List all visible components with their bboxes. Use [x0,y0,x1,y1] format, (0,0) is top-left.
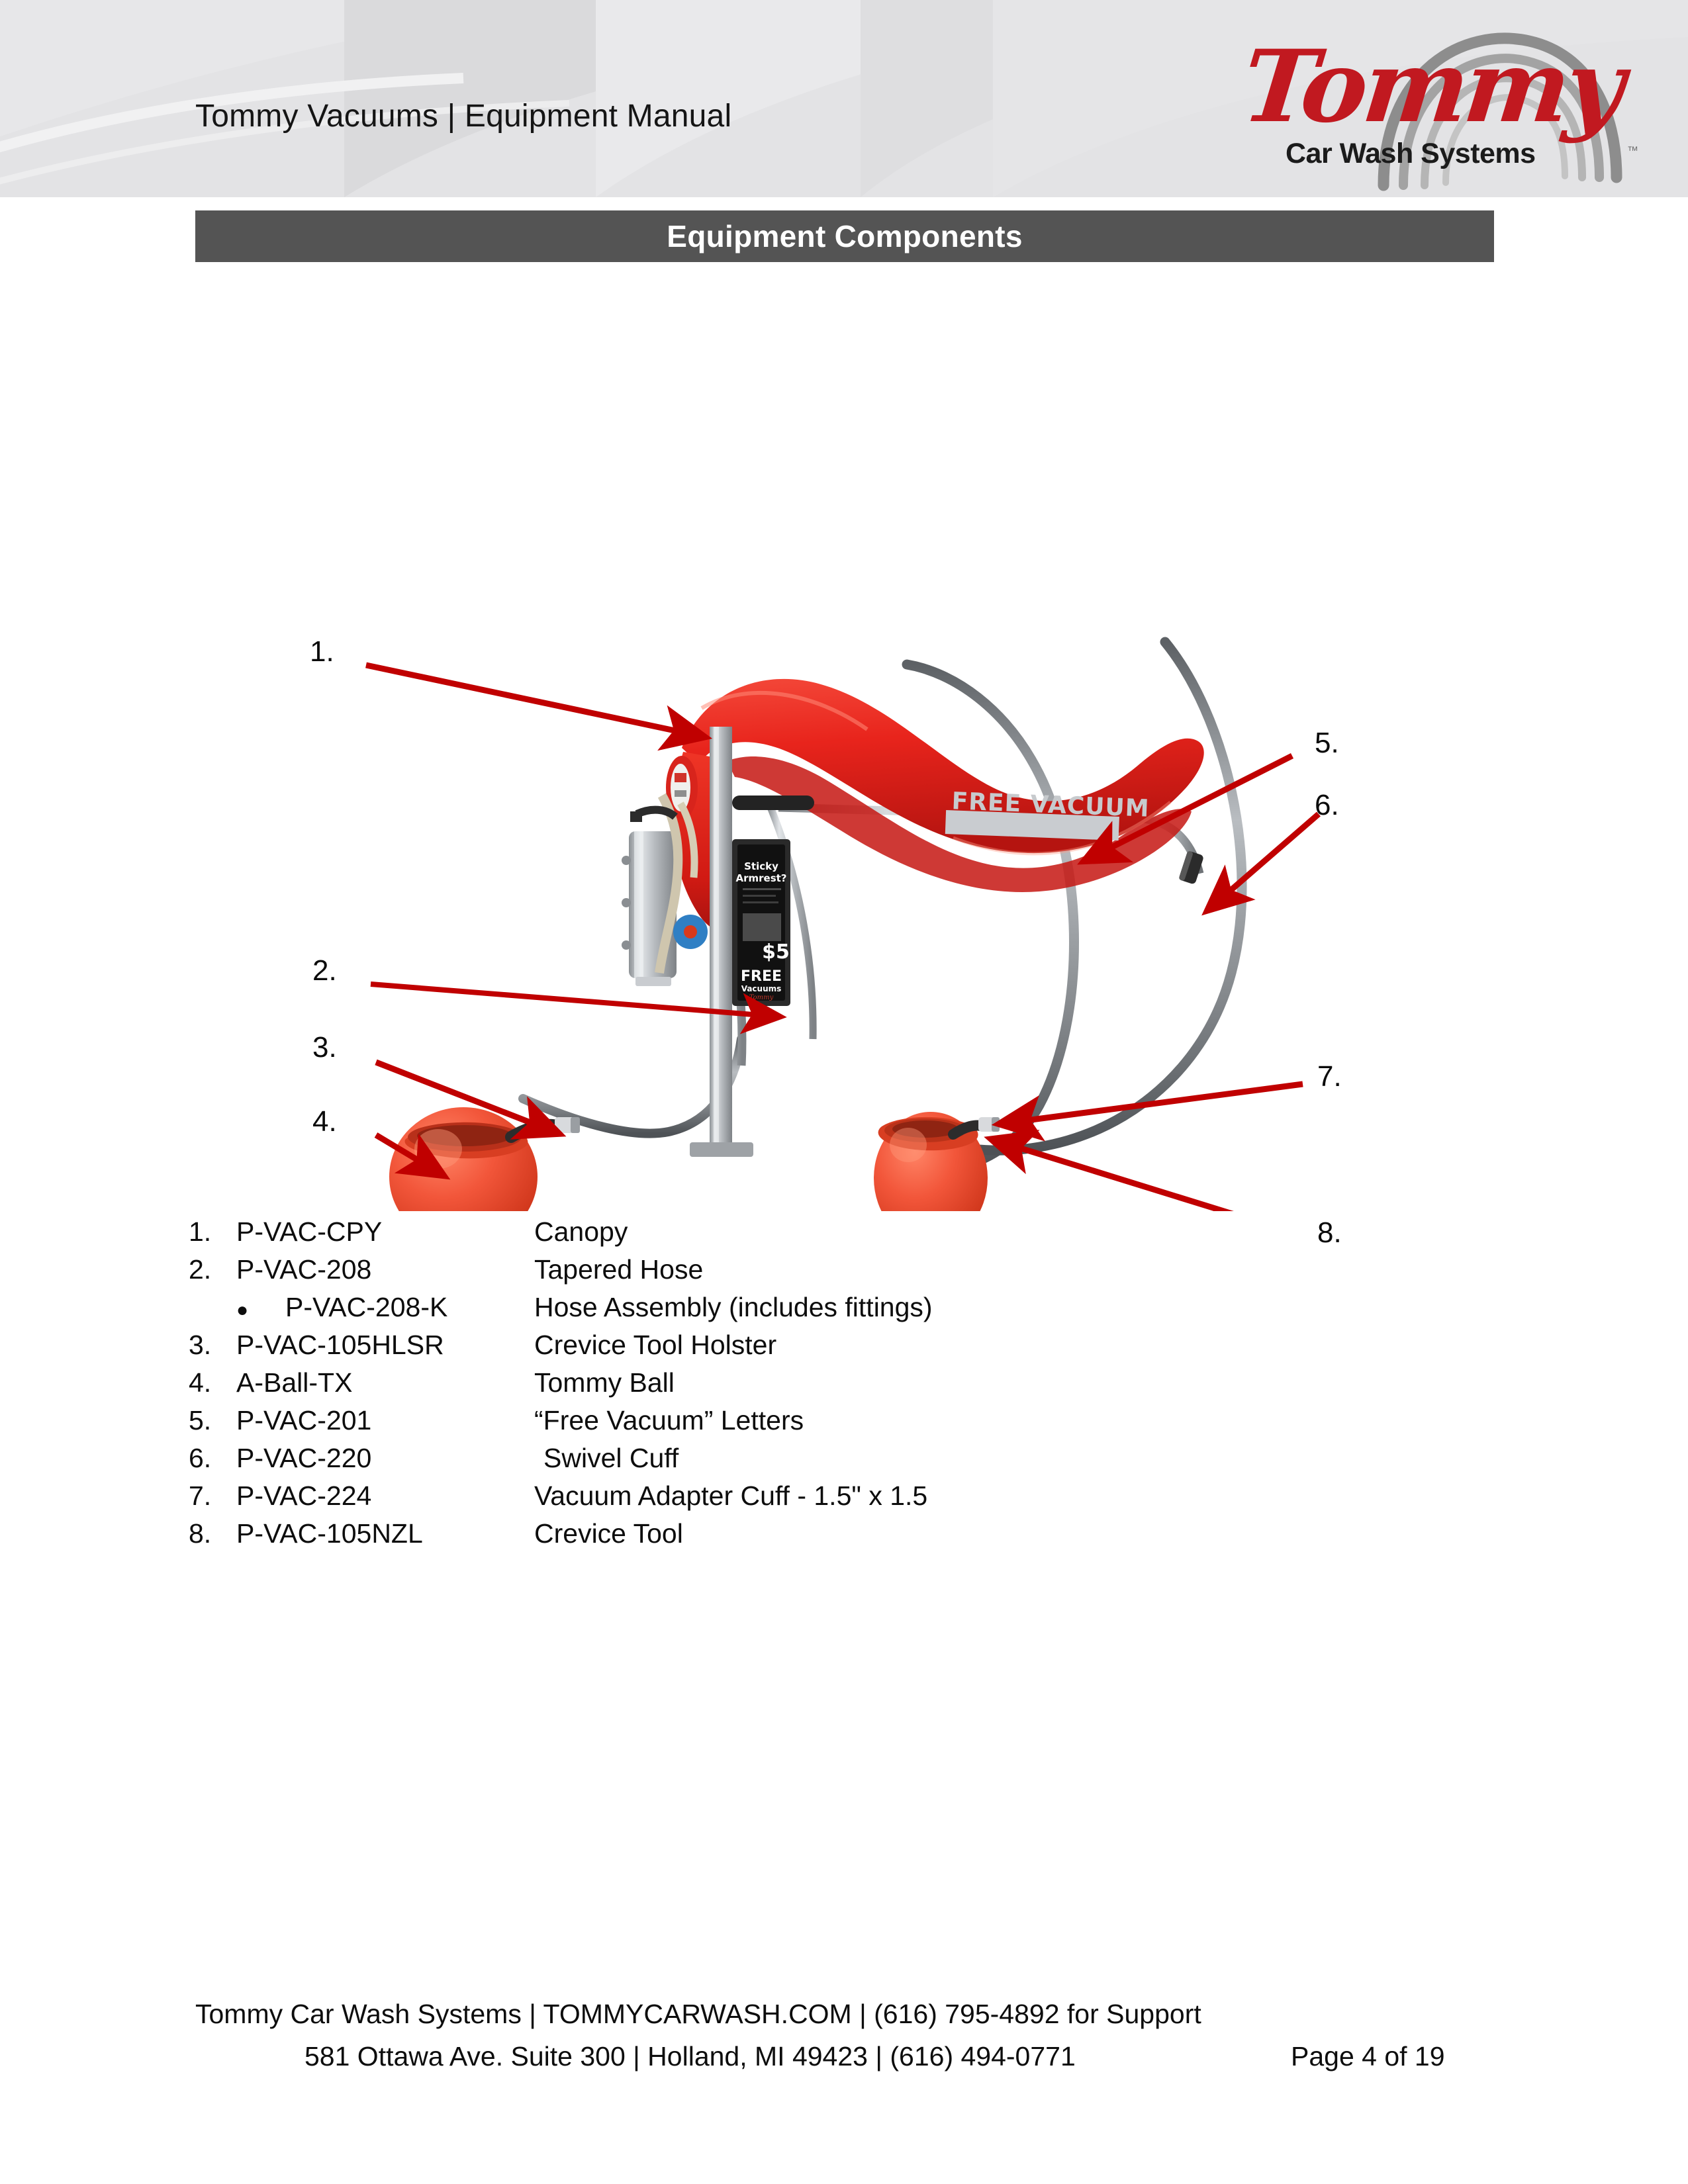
section-title: Equipment Components [667,219,1023,253]
part-sku: P-VAC-208-K [285,1292,448,1322]
part-description: “Free Vacuum” Letters [534,1405,804,1435]
part-number-index: 5. [189,1405,212,1435]
part-sku: P-VAC-CPY [236,1216,383,1247]
part-description: Crevice Tool [534,1518,683,1549]
parts-list-item: 7. P-VAC-224 Vacuum Adapter Cuff - 1.5" … [189,1480,1506,1518]
logo-swoosh-arcs [1378,32,1622,191]
callout-label-1: 1. [310,635,334,668]
callout-arrow-3 [375,1059,567,1140]
footer-address: 581 Ottawa Ave. Suite 300 | Holland, MI … [305,2041,1076,2071]
callout-label-2: 2. [312,954,337,987]
part-sku: P-VAC-201 [236,1405,372,1435]
callout-arrow-1 [365,662,713,751]
callout-label-4: 4. [312,1105,337,1138]
callout-arrow-8 [984,1130,1234,1211]
page-title: Tommy Vacuums | Equipment Manual [195,99,732,134]
part-description: Crevice Tool Holster [534,1330,777,1360]
part-description: Tommy Ball [534,1367,675,1398]
vacuum-sign-panel: Sticky Armrest? $5 FREE Vacuums Tommy [732,839,790,1006]
callout-arrow-5 [1077,752,1294,865]
part-description: Canopy [534,1216,628,1247]
part-description: Swivel Cuff [543,1443,679,1473]
part-sku: P-VAC-220 [236,1443,372,1473]
callout-arrow-4 [374,1132,451,1180]
logo-tagline: Car Wash Systems [1286,138,1536,169]
callout-label-5: 5. [1315,727,1339,759]
part-sku: P-VAC-224 [236,1480,372,1511]
svg-text:Vacuums: Vacuums [741,984,782,993]
canopy-underside [727,756,1192,892]
page-number: Page 4 of 19 [1291,2041,1445,2071]
part-number-index: 8. [189,1518,212,1549]
page-header: Tommy Vacuums | Equipment Manual Tommy C… [0,0,1688,197]
parts-list-item: 2. P-VAC-208 Tapered Hose [189,1254,1506,1292]
section-title-bar: Equipment Components [195,210,1494,262]
parts-list-item: 8. P-VAC-105NZL Crevice Tool [189,1518,1506,1556]
part-number-index: 4. [189,1367,212,1398]
svg-text:Armrest?: Armrest? [735,872,786,884]
pole-base-flange [690,1142,753,1157]
parts-list-item: 1. P-VAC-CPY Canopy [189,1216,1506,1254]
part-description: Tapered Hose [534,1254,704,1285]
parts-list: 1. P-VAC-CPY Canopy 2. P-VAC-208 Tapered… [189,1216,1506,1556]
logo-brand-word: Tommy [1237,28,1626,145]
callout-label-8: 8. [1317,1216,1342,1249]
part-sku: P-VAC-208 [236,1254,372,1285]
callout-label-3: 3. [312,1031,337,1064]
equipment-diagram: FREE VACUUM Sticky Armrest? $5 [0,285,1688,1249]
callout-label-6: 6. [1315,789,1339,821]
canopy-upper-surface [682,678,1204,854]
part-number-index: 7. [189,1480,212,1511]
handle-bar [732,796,814,810]
svg-text:Tommy: Tommy [749,994,774,1001]
center-pole [710,727,732,1150]
svg-text:FREE: FREE [741,968,782,985]
bullet-icon: ● [236,1299,249,1321]
part-sku: P-VAC-105HLSR [236,1330,444,1360]
svg-text:Sticky: Sticky [744,860,778,872]
callout-arrow-7 [991,1081,1303,1142]
part-sku: A-Ball-TX [236,1367,353,1398]
part-number-index: 6. [189,1443,212,1473]
parts-list-item: 6. P-VAC-220 Swivel Cuff [189,1443,1506,1480]
parts-list-item: 5. P-VAC-201 “Free Vacuum” Letters [189,1405,1506,1443]
swivel-cuff [1179,851,1203,884]
part-number-index: 2. [189,1254,212,1285]
tommy-car-wash-logo: Tommy Car Wash Systems ™ [1185,12,1648,192]
callout-arrow-6 [1201,811,1321,916]
equipment-illustration: FREE VACUUM Sticky Armrest? $5 [365,637,1321,1211]
part-description: Vacuum Adapter Cuff - 1.5" x 1.5 [534,1480,928,1511]
footer-company-contact: Tommy Car Wash Systems | TOMMYCARWASH.CO… [195,1999,1201,2029]
part-sku: P-VAC-105NZL [236,1518,423,1549]
svg-text:$5: $5 [762,940,790,964]
parts-list-item: 3. P-VAC-105HLSR Crevice Tool Holster [189,1330,1506,1367]
free-vacuum-letters: FREE VACUUM [945,788,1150,841]
vacuum-adapter-cuff [978,1117,996,1132]
trademark-symbol: ™ [1627,144,1638,157]
parts-list-item: 4. A-Ball-TX Tommy Ball [189,1367,1506,1405]
callout-label-7: 7. [1317,1060,1342,1093]
callout-arrow-2 [370,981,787,1034]
part-description: Hose Assembly (includes fittings) [534,1292,933,1322]
part-number-index: 3. [189,1330,212,1360]
part-number-index: 1. [189,1216,212,1247]
parts-list-subitem: ● P-VAC-208-K Hose Assembly (includes fi… [189,1292,1506,1330]
